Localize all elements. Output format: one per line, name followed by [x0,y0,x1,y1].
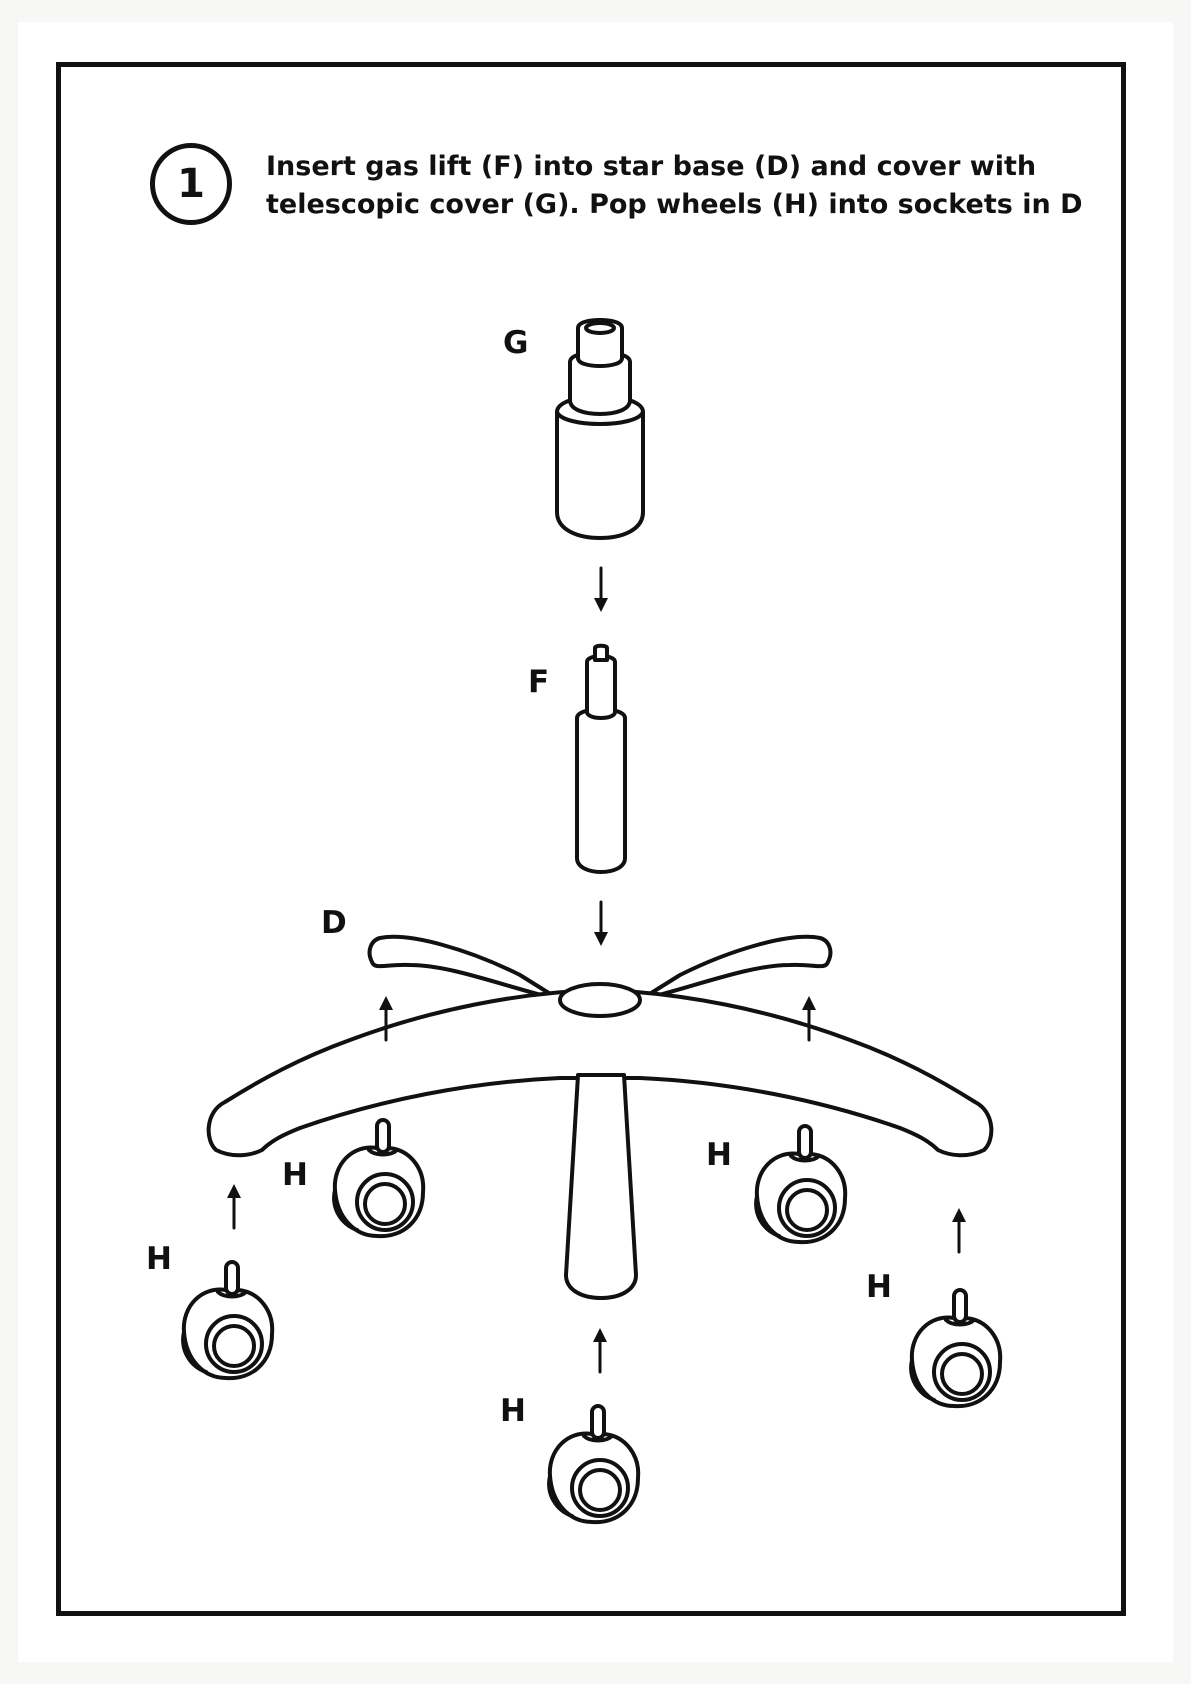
star-base-part [209,937,992,1298]
caster-wheel-icon [756,1126,845,1242]
caster-wheel-icon [183,1262,272,1378]
label-gas-lift: F [528,667,549,698]
gas-lift-part [577,646,625,872]
arrow-icon [594,568,608,612]
telescopic-cover-part [557,320,643,538]
label-wheel: H [706,1140,732,1171]
label-star-base: D [321,908,347,939]
label-wheel: H [500,1396,526,1427]
arrow-icon [593,1328,607,1372]
arrow-icon [952,1208,966,1252]
caster-wheel-icon [911,1290,1000,1406]
label-wheel: H [866,1272,892,1303]
arrow-icon [594,902,608,946]
label-telescopic-cover: G [503,328,528,359]
caster-wheel-icon [549,1406,638,1522]
label-wheel: H [146,1244,172,1275]
caster-wheel-icon [334,1120,423,1236]
arrow-icon [227,1184,241,1228]
label-wheel: H [282,1160,308,1191]
